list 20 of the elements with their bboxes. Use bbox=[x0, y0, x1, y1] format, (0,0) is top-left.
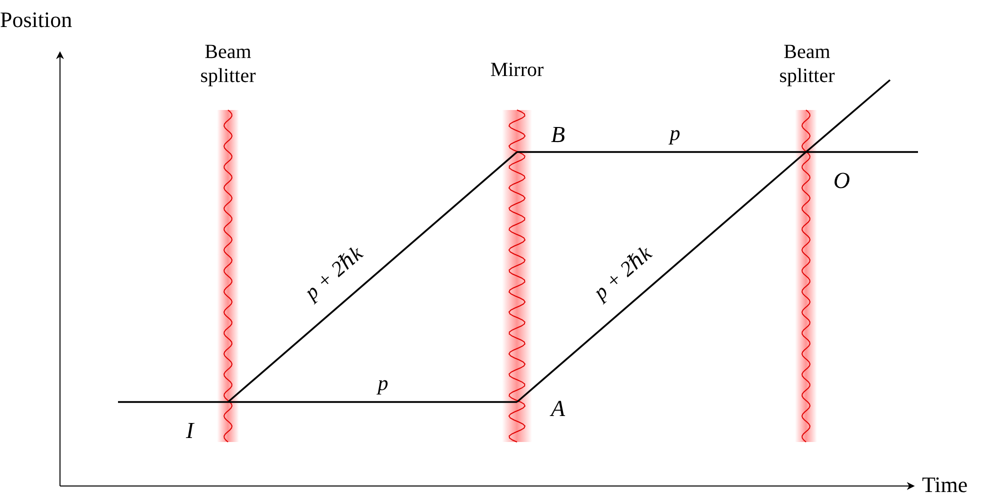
point-label: B bbox=[517, 118, 565, 152]
beam-path-line bbox=[517, 151, 806, 153]
edge-label: p bbox=[670, 121, 680, 145]
beam-path-line bbox=[118, 401, 228, 403]
beam-path-line bbox=[806, 151, 918, 153]
point-label: A bbox=[517, 392, 565, 426]
beam-caption: Beam splitter bbox=[778, 40, 836, 88]
beam-path-line bbox=[228, 401, 517, 403]
point-label: I bbox=[186, 402, 228, 444]
axis-title: Time bbox=[922, 473, 969, 497]
edge-label: p bbox=[378, 371, 388, 395]
beam-path-line bbox=[805, 79, 891, 153]
edge-label: p + 2ℏk bbox=[300, 241, 368, 304]
beam-path-line bbox=[516, 151, 807, 403]
axis-title: Position bbox=[0, 8, 74, 32]
beam-caption: Beam splitter bbox=[199, 40, 257, 88]
beam-path-line bbox=[227, 151, 518, 403]
point-label: O bbox=[806, 152, 850, 194]
edge-label: p + 2ℏk bbox=[588, 241, 656, 304]
beam-caption: Mirror bbox=[489, 58, 545, 82]
